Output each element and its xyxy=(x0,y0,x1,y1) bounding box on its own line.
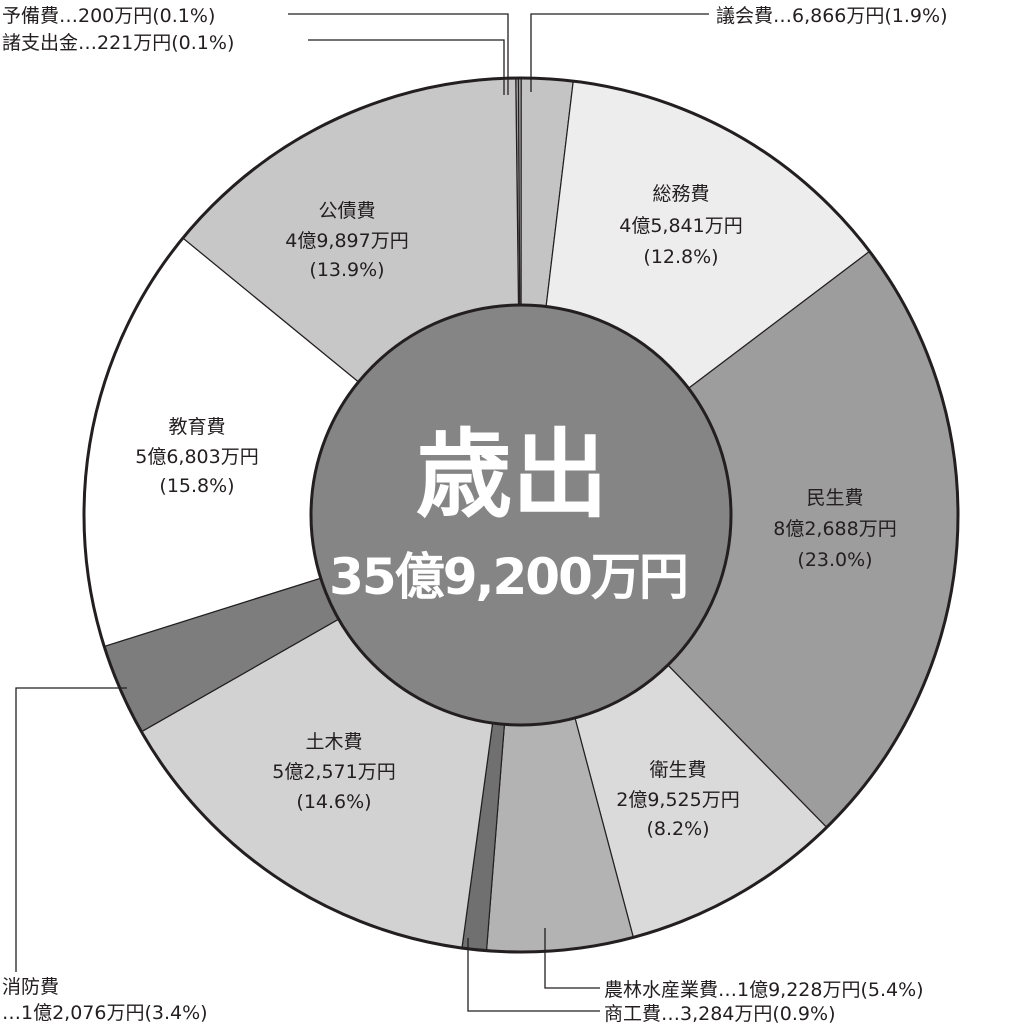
svg-text:(23.0%): (23.0%) xyxy=(797,549,872,571)
svg-text:民生費: 民生費 xyxy=(806,487,863,509)
leader-shoshishutsu xyxy=(308,39,505,95)
svg-text:衛生費: 衛生費 xyxy=(649,759,706,781)
label-kousai: 公債費 4億9,897万円 (13.9%) xyxy=(285,200,408,281)
svg-text:(14.6%): (14.6%) xyxy=(296,791,371,813)
label-minsei: 民生費 8億2,688万円 (23.0%) xyxy=(773,487,896,571)
svg-text:(15.8%): (15.8%) xyxy=(159,475,234,497)
svg-text:(13.9%): (13.9%) xyxy=(309,259,384,281)
svg-text:4億5,841万円: 4億5,841万円 xyxy=(619,215,742,237)
label-shoshishutsu: 諸支出金…221万円(0.1%) xyxy=(2,32,234,54)
center-disc xyxy=(309,303,733,727)
label-soumu: 総務費 4億5,841万円 (12.8%) xyxy=(619,183,742,268)
svg-text:5億6,803万円: 5億6,803万円 xyxy=(135,446,258,468)
center-total: 35億9,200万円 xyxy=(329,548,687,606)
label-shoko: 商工費…3,284万円(0.9%) xyxy=(604,1003,836,1025)
svg-text:土木費: 土木費 xyxy=(305,731,362,753)
leader-gikai xyxy=(530,13,709,92)
label-gikai: 議会費…6,866万円(1.9%) xyxy=(716,5,948,27)
label-yobi: 予備費…200万円(0.1%) xyxy=(2,5,215,27)
leader-shoko xyxy=(467,938,600,1012)
svg-text:(12.8%): (12.8%) xyxy=(643,246,718,268)
donut-slices xyxy=(83,77,959,953)
svg-text:公債費: 公債費 xyxy=(318,200,375,222)
svg-text:4億9,897万円: 4億9,897万円 xyxy=(285,230,408,252)
svg-text:教育費: 教育費 xyxy=(168,416,225,438)
label-kyoiku: 教育費 5億6,803万円 (15.8%) xyxy=(135,416,258,497)
svg-text:2億9,525万円: 2億9,525万円 xyxy=(616,789,739,811)
outer-rim xyxy=(82,76,960,954)
label-doboku: 土木費 5億2,571万円 (14.6%) xyxy=(272,731,395,813)
leader-norin xyxy=(544,928,600,989)
svg-text:5億2,571万円: 5億2,571万円 xyxy=(272,761,395,783)
label-shobo-value: …1億2,076万円(3.4%) xyxy=(2,1002,208,1024)
label-shobo-name: 消防費 xyxy=(2,976,59,998)
leader-shobo xyxy=(15,687,127,972)
center-title: 歳出 xyxy=(416,419,608,531)
svg-text:総務費: 総務費 xyxy=(652,183,709,205)
svg-text:8億2,688万円: 8億2,688万円 xyxy=(773,518,896,540)
leader-yobi xyxy=(288,13,509,95)
label-norin: 農林水産業費…1億9,228万円(5.4%) xyxy=(604,979,924,1001)
svg-text:(8.2%): (8.2%) xyxy=(646,818,709,840)
label-eisei: 衛生費 2億9,525万円 (8.2%) xyxy=(616,759,739,840)
